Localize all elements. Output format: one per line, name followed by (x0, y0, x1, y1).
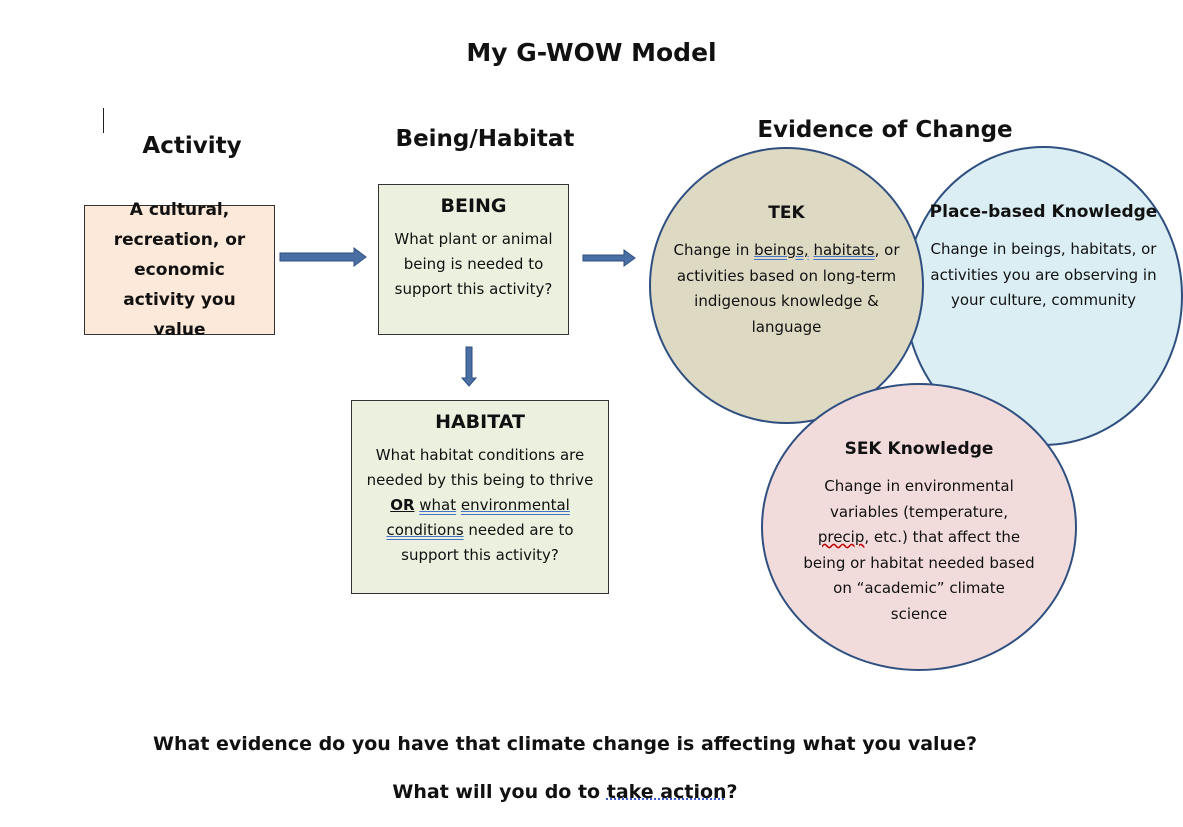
activity-box: A cultural, recreation, or economic acti… (84, 200, 275, 340)
habitat-body-text: What habitat conditions are needed by th… (366, 446, 594, 489)
sek-body-text: Change in environmental variables (tempe… (824, 477, 1014, 521)
being-box-body: What plant or animal being is needed to … (394, 230, 553, 298)
habitat-box: HABITAT What habitat conditions are need… (351, 400, 609, 594)
tek-body: Change in beings, habitats, or activitie… (673, 238, 900, 340)
tek-circle: TEK Change in beings, habitats, or activ… (649, 147, 924, 424)
tek-title: TEK (768, 203, 805, 223)
habitat-conditions: conditions (386, 521, 464, 539)
tek-body-text: Change in (673, 241, 750, 259)
being-habitat-header: Being/Habitat (395, 126, 575, 152)
page-title: My G-WOW Model (466, 38, 717, 67)
habitat-environmental: environmental (460, 496, 570, 514)
being-box: BEING What plant or animal being is need… (378, 184, 569, 335)
tek-body-text-2: , or activities based on long-term indig… (676, 241, 900, 336)
habitat-body-text-2: needed are to support this activity? (401, 521, 574, 564)
take-action-link[interactable]: take action (606, 781, 727, 803)
habitat-box-body: What habitat conditions are needed by th… (352, 443, 608, 568)
place-title: Place-based Knowledge (929, 202, 1158, 222)
sek-title: SEK Knowledge (844, 439, 994, 459)
text-cursor (103, 108, 104, 133)
habitat-box-title: HABITAT (435, 411, 525, 433)
arrow-down-icon (460, 346, 478, 387)
sek-body: Change in environmental variables (tempe… (803, 474, 1035, 627)
arrow-right-icon (582, 249, 636, 267)
arrow-right-icon (279, 247, 367, 267)
being-box-title: BEING (440, 195, 507, 217)
place-body: Change in beings, habitats, or activitie… (930, 240, 1157, 309)
sek-body-text-2: , etc.) that affect the being or habitat… (803, 528, 1035, 623)
question-action-suffix: ? (726, 781, 738, 803)
question-evidence: What evidence do you have that climate c… (153, 733, 977, 755)
tek-habitats: habitats (813, 241, 875, 259)
habitat-or: OR (390, 496, 415, 514)
sek-precip: precip (817, 528, 865, 546)
tek-beings: beings, (754, 241, 809, 259)
question-action-prefix: What will you do to (392, 781, 601, 803)
question-action: What will you do to take action? (0, 781, 1130, 803)
evidence-header: Evidence of Change (757, 117, 1013, 143)
activity-box-text: A cultural, recreation, or economic acti… (113, 200, 246, 340)
sek-knowledge-circle: SEK Knowledge Change in environmental va… (761, 383, 1077, 671)
activity-header: Activity (142, 133, 242, 159)
habitat-what: what (419, 496, 457, 514)
